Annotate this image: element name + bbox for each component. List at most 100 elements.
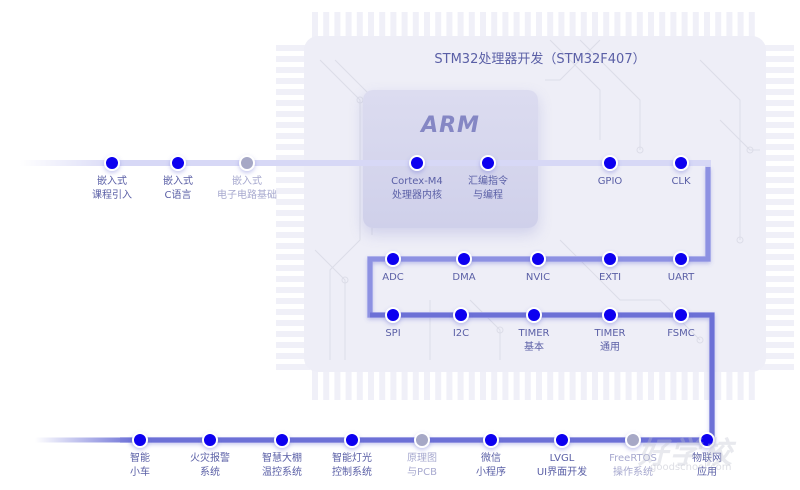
chip-pin (547, 12, 554, 40)
chip-pin (276, 298, 310, 304)
chip-pin (368, 368, 374, 400)
chip-pin (323, 368, 330, 400)
chip-pin (446, 12, 453, 40)
chip-pin (760, 89, 794, 95)
node-label-line: EXTI (598, 272, 622, 283)
chip-pin (379, 368, 386, 400)
node-label-line: C语言 (164, 190, 192, 201)
node-label: 火灾报警系统 (155, 452, 265, 480)
node-label-line: 火灾报警 (190, 453, 230, 464)
circuit-via (636, 146, 644, 154)
path-node[interactable] (673, 251, 689, 267)
path-node[interactable] (602, 155, 618, 171)
circuit-trace (545, 39, 601, 81)
circuit-via (496, 326, 504, 334)
chip-pin (760, 298, 794, 304)
chip-pin (760, 364, 794, 370)
chip-pin (502, 368, 509, 400)
node-label-line: 小程序 (476, 467, 506, 478)
path-node[interactable] (344, 432, 360, 448)
chip-pin (435, 12, 442, 40)
chip-pin (748, 12, 755, 40)
chip-pin (276, 199, 310, 205)
chip-pin (760, 265, 794, 271)
path-node[interactable] (480, 155, 496, 171)
chip-pin (760, 276, 794, 282)
path-node[interactable] (602, 307, 618, 323)
chip-pin (312, 368, 318, 400)
chip-pin (760, 342, 794, 348)
circuit-trace (699, 59, 741, 240)
chip-pin (760, 309, 794, 315)
node-label: CLK (626, 175, 736, 189)
chip-pin (276, 188, 310, 194)
chip-pin (760, 232, 794, 238)
chip-pin (334, 12, 341, 40)
node-label-line: TIMER (518, 328, 550, 339)
node-label: NVIC (483, 271, 593, 285)
path-node[interactable] (385, 251, 401, 267)
chip-pin (524, 368, 531, 400)
path-node[interactable] (132, 432, 148, 448)
chip-pin (276, 254, 310, 260)
path-node[interactable] (602, 251, 618, 267)
path-node[interactable] (104, 155, 120, 171)
circuit-trace (319, 59, 361, 360)
path-node[interactable] (202, 432, 218, 448)
chip-pin (276, 89, 310, 95)
chip-pin (614, 368, 621, 400)
chip-pin (368, 12, 374, 40)
chip-pin (760, 166, 794, 172)
chip-pin (323, 12, 330, 40)
chip-pin (760, 111, 794, 117)
circuit-via (341, 276, 349, 284)
path-node[interactable] (483, 432, 499, 448)
chip-pin (276, 67, 310, 73)
path-node[interactable] (673, 307, 689, 323)
node-label-line: DMA (452, 272, 476, 283)
node-label-line: UART (667, 272, 695, 283)
chip-pin (681, 12, 688, 40)
path-node[interactable] (554, 432, 570, 448)
node-label: 原理图与PCB (367, 452, 477, 480)
node-label-line: 电子电路基础 (217, 190, 277, 201)
chip-pin (760, 287, 794, 293)
path-node[interactable] (673, 155, 689, 171)
chip-pin (760, 56, 794, 62)
path-node[interactable] (239, 155, 255, 171)
node-label-line: LVGL (549, 453, 575, 464)
chip-pin (390, 12, 397, 40)
path-node[interactable] (274, 432, 290, 448)
path-node[interactable] (385, 307, 401, 323)
chip-pin (276, 155, 310, 161)
path-node[interactable] (526, 307, 542, 323)
path-node[interactable] (409, 155, 425, 171)
path-node[interactable] (699, 432, 715, 448)
path-node[interactable] (625, 432, 641, 448)
chip-pin (558, 12, 565, 40)
path-node[interactable] (170, 155, 186, 171)
track-fade-start (35, 437, 135, 443)
node-label-line: 物联网 (692, 453, 722, 464)
chip-pin (692, 368, 699, 400)
circuit-trace (469, 299, 501, 360)
chip-pin (603, 12, 610, 40)
node-label-line: I2C (452, 328, 470, 339)
path-node[interactable] (414, 432, 430, 448)
path-node[interactable] (530, 251, 546, 267)
chip-pin (276, 210, 310, 216)
path-node[interactable] (456, 251, 472, 267)
chip-pin (457, 368, 464, 400)
node-label-line: 智能灯光 (332, 453, 372, 464)
path-node[interactable] (453, 307, 469, 323)
node-label-line: GPIO (597, 176, 623, 187)
chip-pin (379, 12, 386, 40)
chip-pin (580, 368, 587, 400)
chip-pin (737, 12, 744, 40)
node-label-line: 嵌入式 (163, 176, 193, 187)
node-label: 嵌入式 C语言 (123, 175, 233, 203)
